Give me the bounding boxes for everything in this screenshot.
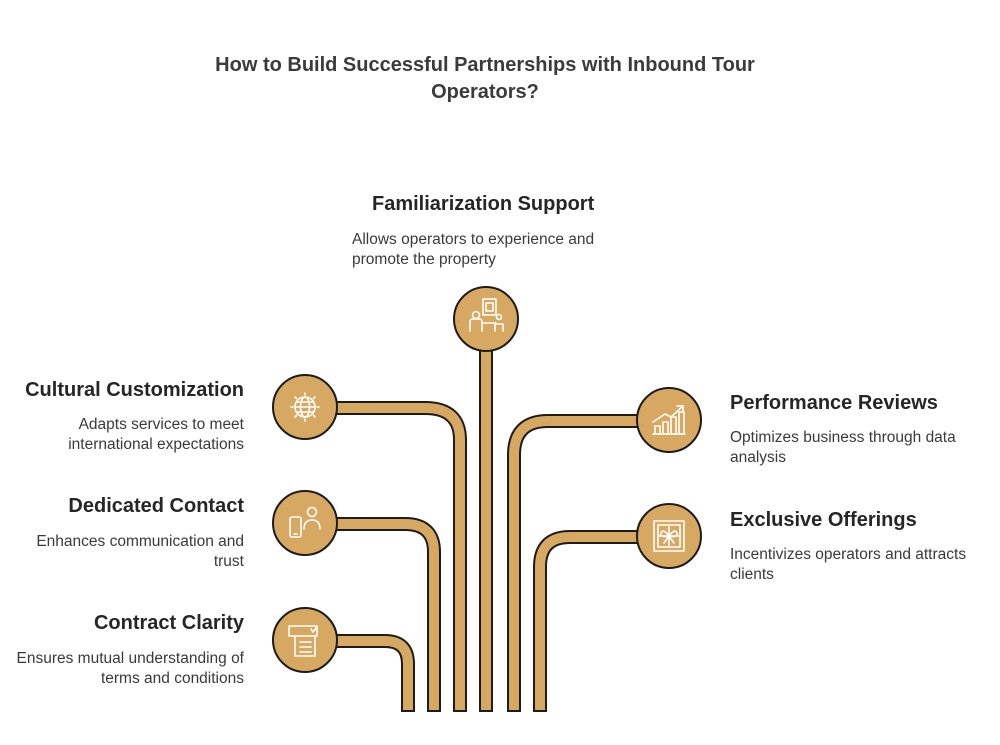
phone-contact-icon bbox=[289, 506, 321, 538]
circle-familiarization bbox=[453, 286, 519, 352]
heading-contract: Contract Clarity bbox=[93, 612, 244, 634]
growth-chart-icon bbox=[652, 405, 686, 435]
desc-familiarization: Allows operators to experience and promo… bbox=[352, 231, 595, 268]
desc-contact: Enhances communication and trust bbox=[36, 533, 244, 570]
circle-performance bbox=[636, 387, 702, 453]
pipes bbox=[306, 320, 670, 712]
presentation-icon bbox=[469, 298, 504, 332]
gift-box-icon bbox=[653, 520, 685, 552]
globe-icon bbox=[290, 392, 320, 422]
desc-performance: Optimizes business through data analysis bbox=[730, 429, 956, 466]
heading-cultural: Cultural Customization bbox=[25, 379, 244, 401]
heading-familiarization: Familiarization Support bbox=[372, 193, 595, 215]
desc-cultural: Adapts services to meet international ex… bbox=[68, 416, 244, 453]
heading-performance: Performance Reviews bbox=[730, 392, 938, 414]
heading-contact: Dedicated Contact bbox=[68, 495, 244, 517]
circle-contract bbox=[272, 607, 338, 673]
contract-document-icon bbox=[288, 625, 318, 657]
desc-contract: Ensures mutual understanding of terms an… bbox=[16, 650, 244, 687]
heading-exclusive: Exclusive Offerings bbox=[730, 509, 917, 531]
diagram-title: How to Build Successful Partnerships wit… bbox=[215, 54, 755, 103]
desc-exclusive: Incentivizes operators and attracts clie… bbox=[730, 546, 967, 583]
